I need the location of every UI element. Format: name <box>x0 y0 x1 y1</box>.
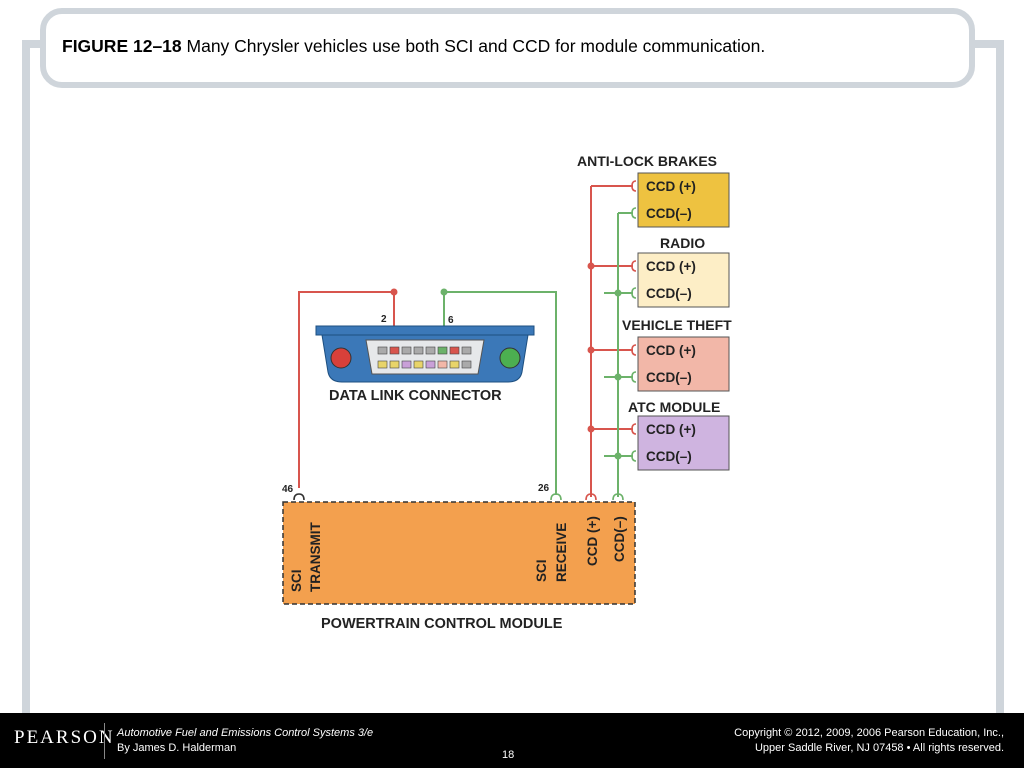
copyright-line-2: Upper Saddle River, NJ 07458 • All right… <box>754 742 1004 754</box>
dlc-top-bar <box>315 325 535 336</box>
sci-receive-label-line2: RECEIVE <box>554 523 569 582</box>
module-atc: ATC MODULE CCD (+) CCD(–) <box>628 399 730 471</box>
footer-bar: PEARSON Automotive Fuel and Emissions Co… <box>0 713 1024 768</box>
book-title: Automotive Fuel and Emissions Control Sy… <box>117 727 374 739</box>
module-ccd-minus-label: CCD(–) <box>646 286 692 301</box>
frame-right-bar <box>996 40 1004 713</box>
frame-left-bar <box>22 40 30 713</box>
sci-receive-label-line1: SCI <box>534 559 549 582</box>
module-name: ANTI-LOCK BRAKES <box>577 153 717 169</box>
figure-caption: FIGURE 12–18 Many Chrysler vehicles use … <box>62 36 765 57</box>
copyright-line-1: Copyright © 2012, 2009, 2006 Pearson Edu… <box>734 727 1004 739</box>
green-wires <box>443 212 633 497</box>
module-radio: RADIO CCD (+) CCD(–) <box>637 235 730 308</box>
module-box <box>637 336 730 392</box>
pcm-ccd-plus-label: CCD (+) <box>585 516 600 566</box>
module-box <box>637 172 730 228</box>
sci-transmit-label-line1: SCI <box>289 569 304 592</box>
sci-transmit-wire <box>298 291 395 488</box>
splice-dots <box>390 262 622 460</box>
pcm-ccd-minus-label: CCD(–) <box>612 516 627 562</box>
module-vehicle-theft: VEHICLE THEFT CCD (+) CCD(–) <box>622 317 732 392</box>
module-ccd-plus-label: CCD (+) <box>646 179 696 194</box>
sci-receive-wire <box>443 291 557 495</box>
module-ccd-plus-label: CCD (+) <box>646 259 696 274</box>
pcm-pin-46-label: 46 <box>282 484 294 495</box>
module-name: RADIO <box>660 235 705 251</box>
data-link-connector: 2 6 DATA LINK CONNECTOR <box>315 314 535 404</box>
module-ccd-plus-label: CCD (+) <box>646 343 696 358</box>
module-ccd-minus-label: CCD(–) <box>646 370 692 385</box>
figure-label: FIGURE 12–18 <box>62 36 182 56</box>
dlc-pin-6-label: 6 <box>448 315 454 326</box>
module-ccd-minus-label: CCD(–) <box>646 449 692 464</box>
module-ccd-minus-label: CCD(–) <box>646 206 692 221</box>
module-ccd-plus-label: CCD (+) <box>646 422 696 437</box>
sci-transmit-label-line2: TRANSMIT <box>308 522 323 592</box>
footer-separator <box>104 723 105 759</box>
powertrain-control-module: 46 26 SCI TRANSMIT SCI RECEIVE CCD (+) C… <box>282 483 636 632</box>
module-box <box>637 252 730 308</box>
frame-top-right-bar <box>973 40 1004 48</box>
pcm-title: POWERTRAIN CONTROL MODULE <box>321 616 563 632</box>
module-name: VEHICLE THEFT <box>622 317 732 333</box>
module-box <box>637 415 730 471</box>
module-anti-lock-brakes: ANTI-LOCK BRAKES CCD (+) CCD(–) <box>577 153 730 228</box>
figure-caption-text: Many Chrysler vehicles use both SCI and … <box>181 36 766 56</box>
caption-box <box>40 8 975 88</box>
pcm-pin-26-label: 26 <box>538 483 550 494</box>
dlc-green-indicator <box>499 347 521 369</box>
book-author: By James D. Halderman <box>117 742 237 754</box>
wiring-diagram: 2 6 DATA LINK CONNECTOR 46 26 SCI TRANSM… <box>282 153 732 632</box>
red-wires <box>298 185 633 497</box>
dlc-pin-2-label: 2 <box>381 314 387 325</box>
terminal-brackets <box>293 180 637 501</box>
dlc-title: DATA LINK CONNECTOR <box>329 388 502 404</box>
frame-top-left-bar <box>22 40 42 48</box>
page-number: 18 <box>502 749 515 761</box>
dlc-pins <box>377 346 472 369</box>
pcm-body <box>282 501 636 605</box>
dlc-pin-housing <box>365 339 485 375</box>
module-name: ATC MODULE <box>628 399 720 415</box>
dlc-red-indicator <box>330 347 352 369</box>
pearson-logo: PEARSON <box>14 727 115 748</box>
